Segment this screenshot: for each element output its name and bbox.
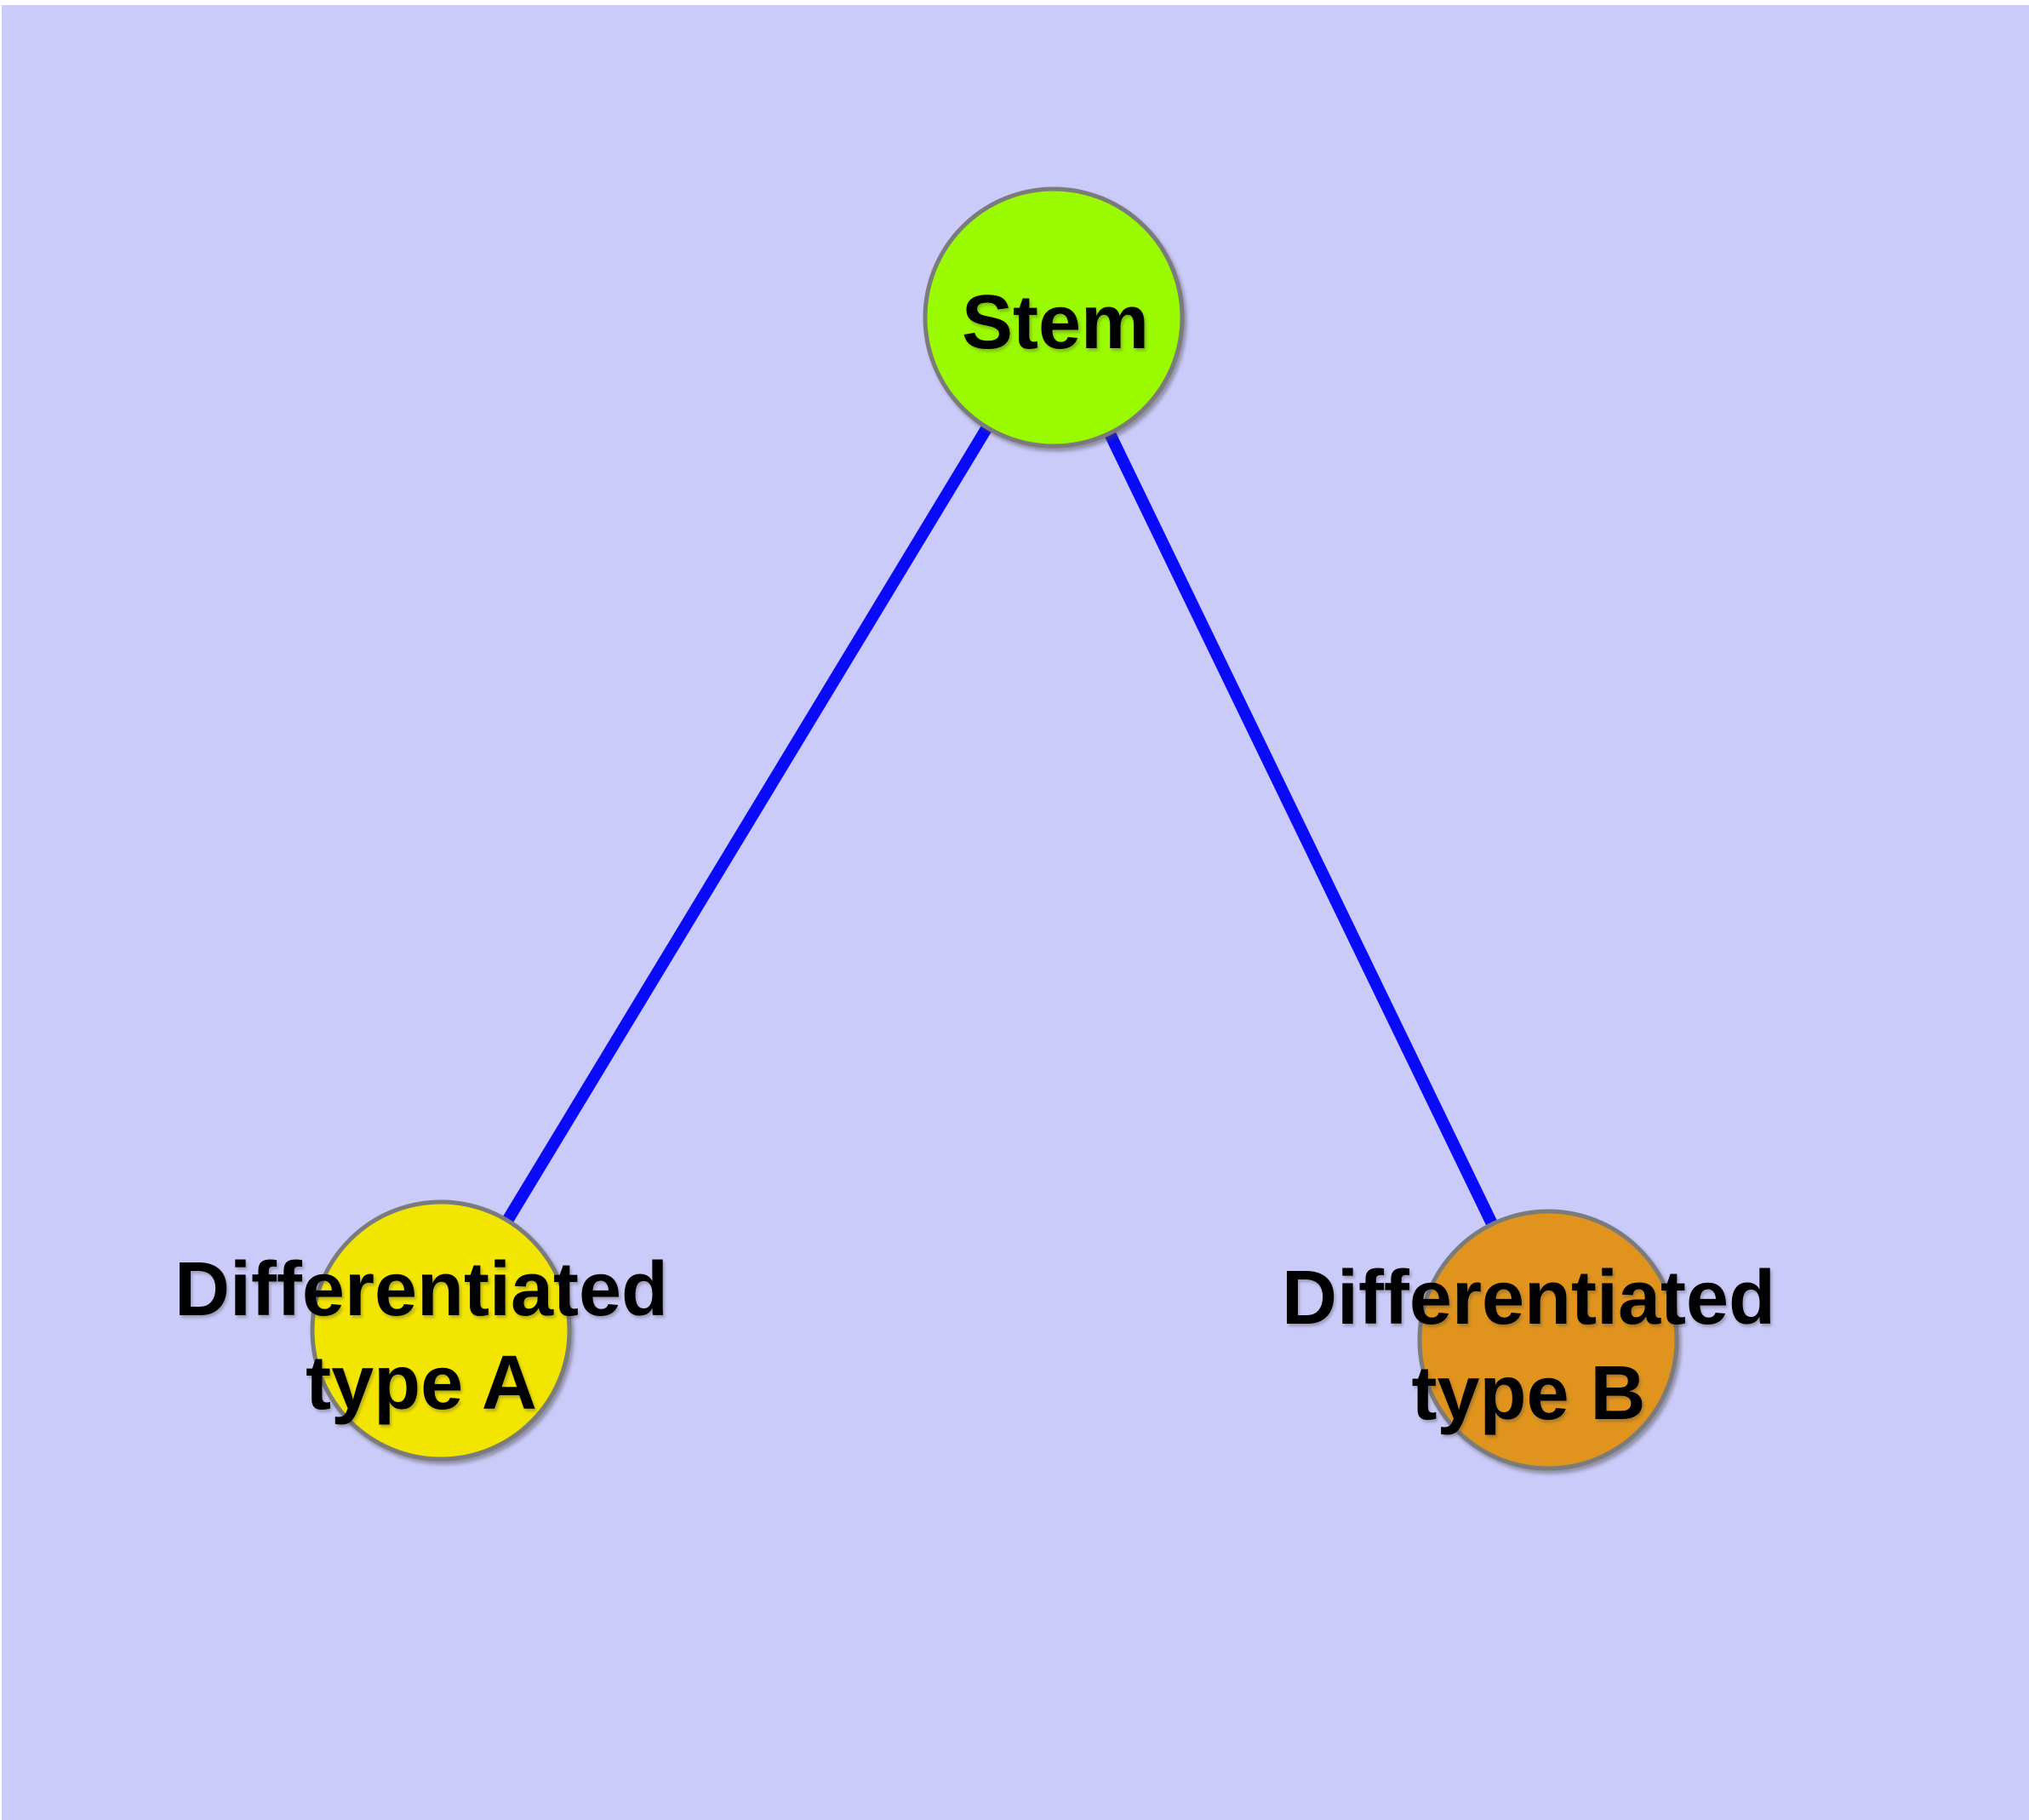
node-stem-circle bbox=[923, 186, 1185, 449]
edge-stem-to-type-b bbox=[1048, 314, 1554, 1343]
node-type-a-label-line2: type A bbox=[306, 1341, 537, 1426]
node-type-a-circle bbox=[310, 1199, 572, 1462]
node-stem-label: Stem bbox=[962, 280, 1149, 365]
node-type-a-label-line1: Differentiated bbox=[174, 1247, 668, 1332]
edge-stem-to-type-a bbox=[436, 314, 1059, 1334]
node-type-b-circle bbox=[1417, 1209, 1679, 1471]
node-type-b-label-line1: Differentiated bbox=[1282, 1256, 1775, 1341]
node-type-b-label-line2: type B bbox=[1411, 1351, 1645, 1436]
